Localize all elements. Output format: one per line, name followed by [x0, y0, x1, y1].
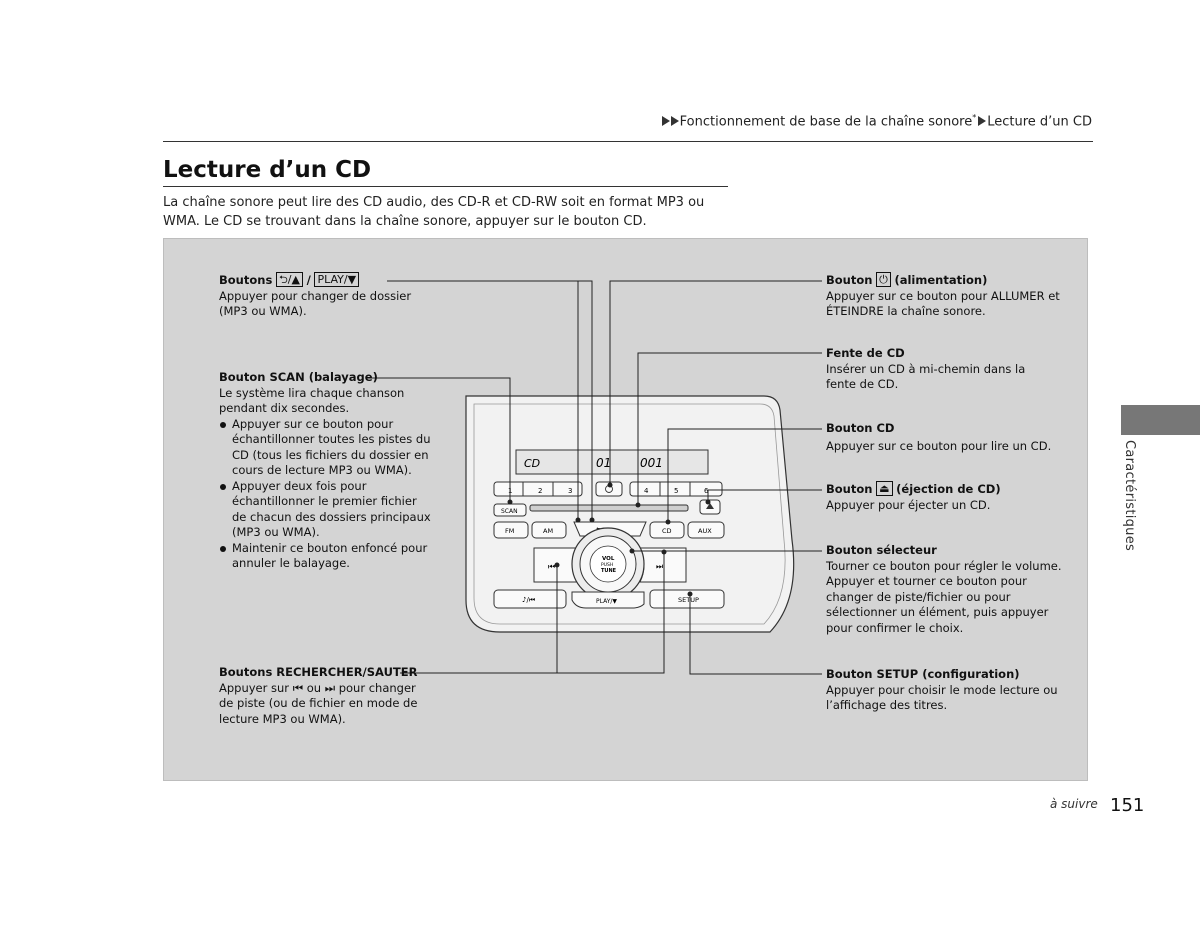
power-keycap: ⏻	[876, 272, 891, 287]
music-search-button[interactable]	[493, 589, 567, 609]
display-track-text: 001	[640, 456, 663, 470]
label-folder-buttons: Boutons ⮌/▲ / PLAY/▼ Appuyer pour change…	[219, 272, 419, 320]
aux-button-label: AUX	[698, 527, 712, 535]
play-down-keycap: PLAY/▼	[314, 272, 360, 287]
label-folder-sep: /	[306, 273, 311, 287]
aux-button[interactable]	[687, 521, 725, 539]
play-down-button[interactable]	[571, 591, 645, 609]
breadcrumb-marker: *	[972, 113, 977, 122]
label-eject: Bouton ⏏ (éjection de CD) Appuyer pour é…	[826, 481, 1076, 513]
label-scan-title: Bouton SCAN (balayage)	[219, 370, 378, 384]
continued-note: à suivre	[1050, 797, 1098, 811]
arrow-icon	[661, 116, 670, 127]
label-cd-title: Bouton CD	[826, 421, 895, 435]
label-eject-title: Bouton	[826, 482, 873, 496]
label-power: Bouton ⏻ (alimentation) Appuyer sur ce b…	[826, 272, 1066, 320]
title-rule	[163, 186, 728, 187]
page-title: Lecture d’un CD	[163, 157, 372, 183]
eject-keycap: ⏏	[876, 481, 893, 496]
preset-2-label: 2	[538, 487, 542, 495]
label-seek-before: Appuyer sur	[219, 680, 290, 695]
eject-icon	[706, 503, 714, 509]
preset-5-label: 5	[674, 487, 678, 495]
setup-button-label: SETUP	[678, 596, 699, 604]
display-folder-text: 01	[596, 456, 611, 470]
preset-3-label: 3	[568, 487, 572, 495]
header-rule	[163, 141, 1093, 142]
arrow-icon	[670, 116, 679, 127]
seek-back-icon: ⏮	[548, 562, 555, 571]
label-setup-text: Appuyer pour choisir le mode lecture ou …	[826, 682, 1058, 713]
label-cd-text: Appuyer sur ce bouton pour lire un CD.	[826, 438, 1052, 453]
push-label: PUSH	[601, 562, 613, 568]
label-eject-suffix: (éjection de CD)	[896, 482, 1001, 496]
label-seek: Boutons RECHERCHER/SAUTER Appuyer sur ⏮ …	[219, 665, 419, 727]
scan-bullet: Appuyer deux fois pour échantillonner le…	[219, 479, 434, 541]
breadcrumb-page: Lecture d’un CD	[987, 114, 1092, 130]
breadcrumb: Fonctionnement de base de la chaîne sono…	[661, 113, 1092, 130]
label-folder-title: Boutons	[219, 273, 273, 287]
display-cd-text: CD	[524, 457, 540, 470]
label-selector: Bouton sélecteur Tourner ce bouton pour …	[826, 543, 1071, 636]
play-down-label: PLAY/▼	[596, 598, 617, 605]
chapter-tab	[1121, 405, 1200, 435]
label-slot: Fente de CD Insérer un CD à mi-chemin da…	[826, 346, 1026, 393]
label-setup-title: Bouton SETUP (configuration)	[826, 667, 1020, 681]
scan-bullet: Maintenir ce bouton enfoncé pour annuler…	[219, 541, 434, 572]
label-seek-title: Boutons RECHERCHER/SAUTER	[219, 665, 418, 679]
fm-button-label: FM	[505, 527, 514, 535]
label-scan: Bouton SCAN (balayage) Le système lira c…	[219, 370, 434, 572]
preset-4-label: 4	[644, 487, 649, 495]
seek-forward-glyph: ⏭	[324, 680, 336, 695]
scan-button-label: SCAN	[501, 508, 518, 515]
cd-slot	[529, 504, 689, 512]
music-search-label: ♪/⏮	[522, 596, 535, 604]
label-slot-title: Fente de CD	[826, 346, 905, 360]
fm-button[interactable]	[493, 521, 529, 539]
seek-forward-icon: ⏭	[656, 562, 663, 571]
label-power-title: Bouton	[826, 273, 873, 287]
am-button[interactable]	[531, 521, 567, 539]
power-button[interactable]	[595, 481, 623, 497]
label-cd: Bouton CD Appuyer sur ce bouton pour lir…	[826, 421, 1076, 454]
label-selector-title: Bouton sélecteur	[826, 543, 937, 557]
label-seek-or: ou	[306, 680, 322, 695]
label-scan-bullets: Appuyer sur ce bouton pour échantillonne…	[219, 417, 434, 572]
label-power-text: Appuyer sur ce bouton pour ALLUMER et ÉT…	[826, 288, 1060, 319]
label-seek-after: pour changer de piste (ou de fichier en …	[219, 680, 418, 726]
breadcrumb-section: Fonctionnement de base de la chaîne sono…	[679, 114, 973, 130]
arrow-icon	[978, 116, 987, 127]
chapter-side-label: Caractéristiques	[1122, 440, 1137, 552]
label-selector-text: Tourner ce bouton pour régler le volume.…	[826, 558, 1062, 635]
cd-button-label: CD	[662, 527, 672, 535]
am-button-label: AM	[543, 527, 553, 535]
label-slot-text: Insérer un CD à mi-chemin dans la fente …	[826, 361, 1026, 392]
page-number: 151	[1110, 795, 1145, 816]
label-power-suffix: (alimentation)	[894, 273, 988, 287]
label-scan-text: Le système lira chaque chanson pendant d…	[219, 385, 405, 416]
folder-up-keycap: ⮌/▲	[275, 272, 303, 287]
label-folder-text: Appuyer pour changer de dossier (MP3 ou …	[219, 288, 412, 319]
intro-paragraph: La chaîne sonore peut lire des CD audio,…	[163, 195, 705, 229]
scan-bullet: Appuyer sur ce bouton pour échantillonne…	[219, 417, 434, 479]
label-setup: Bouton SETUP (configuration) Appuyer pou…	[826, 667, 1071, 714]
preset-6-label: 6	[704, 487, 709, 495]
tune-label: TUNE	[601, 568, 617, 574]
setup-button[interactable]	[649, 589, 725, 609]
leader-dots	[507, 482, 711, 597]
label-eject-text: Appuyer pour éjecter un CD.	[826, 497, 991, 512]
vol-label: VOL	[602, 556, 615, 562]
seek-back-glyph: ⏮	[292, 680, 304, 695]
